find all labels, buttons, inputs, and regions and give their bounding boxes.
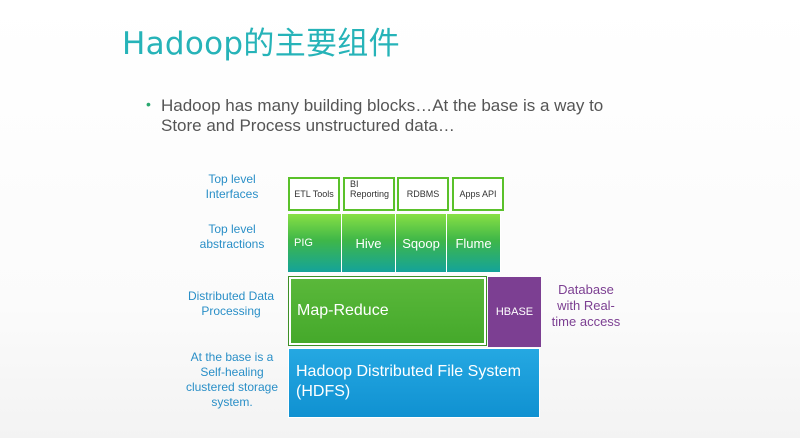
abstraction-hive: Hive (342, 214, 396, 272)
bullet-marker: • (146, 96, 151, 112)
interface-bi-reporting: BI Reporting (343, 177, 395, 211)
page-title: Hadoop的主要组件 (122, 26, 400, 62)
intro-line-1: Hadoop has many building blocks…At the b… (161, 96, 604, 115)
interface-apps-api: Apps API (452, 177, 504, 211)
hdfs-block: Hadoop Distributed File System (HDFS) (288, 348, 540, 418)
abstraction-pig: PIG (288, 214, 342, 272)
label-storage-layer: At the base is a Self-healing clustered … (185, 350, 279, 409)
label-top-level-interfaces: Top level Interfaces (205, 172, 259, 201)
abstraction-sqoop: Sqoop (396, 214, 447, 272)
interface-rdbms: RDBMS (397, 177, 449, 211)
hbase-block: HBASE (488, 277, 541, 347)
intro-line-2: Store and Process unstructured data… (161, 116, 455, 135)
map-reduce-block: Map-Reduce (289, 277, 486, 345)
interface-etl-tools: ETL Tools (288, 177, 340, 211)
hdfs-line-1: Hadoop Distributed File System (296, 363, 521, 380)
abstraction-flume: Flume (447, 214, 501, 272)
database-note: Database with Real-time access (551, 282, 621, 329)
label-distributed-processing: Distributed Data Processing (187, 289, 275, 318)
hdfs-line-2: (HDFS) (296, 383, 351, 400)
intro-text: Hadoop has many building blocks…At the b… (161, 96, 681, 136)
label-top-level-abstractions: Top level abstractions (199, 222, 265, 251)
